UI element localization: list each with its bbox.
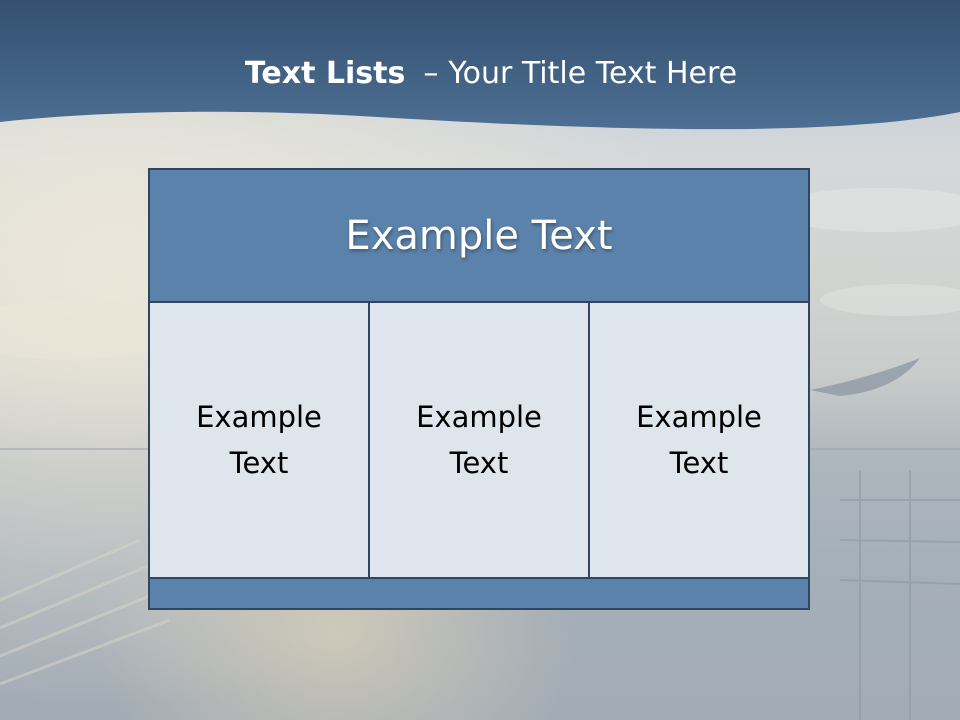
column-divider-1 bbox=[368, 303, 370, 577]
title-bold-part: Text Lists bbox=[244, 56, 406, 91]
table-column-cell-3: Example Text bbox=[590, 303, 808, 577]
text-list-table: Example Text Example Text Example Text E… bbox=[148, 168, 810, 610]
column-text-2: Example Text bbox=[416, 400, 542, 480]
table-header-text: Example Text bbox=[345, 212, 613, 259]
table-header-cell: Example Text bbox=[150, 170, 808, 301]
header-divider bbox=[150, 301, 808, 303]
slide-title: Text Lists–Your Title Text Here bbox=[0, 52, 960, 96]
table-column-cell-2: Example Text bbox=[370, 303, 588, 577]
table-column-cell-1: Example Text bbox=[150, 303, 368, 577]
title-subtitle-part: Your Title Text Here bbox=[448, 56, 738, 91]
footer-divider bbox=[150, 577, 808, 579]
column-text-1: Example Text bbox=[196, 400, 322, 480]
column-text-3: Example Text bbox=[636, 400, 762, 480]
title-separator: – bbox=[423, 56, 439, 91]
table-footer-bar bbox=[150, 579, 808, 608]
column-divider-2 bbox=[588, 303, 590, 577]
